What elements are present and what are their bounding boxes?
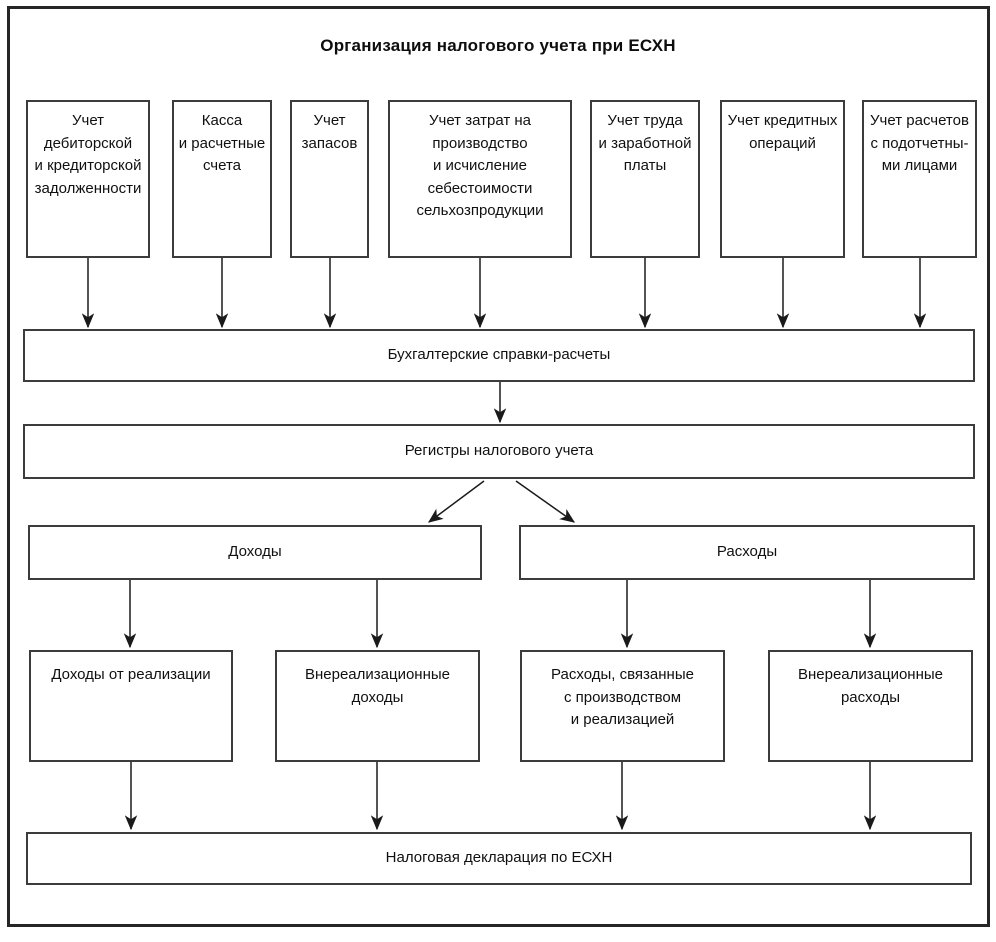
node-inventory: Учет запасов <box>290 100 369 258</box>
node-cash-and-accounts: Касса и расчетные счета <box>172 100 272 258</box>
node-production-costs: Учет затрат на производство и исчисление… <box>388 100 572 258</box>
node-sales-income: Доходы от реализации <box>29 650 233 762</box>
node-production-expenses: Расходы, связанные с производством и реа… <box>520 650 725 762</box>
node-accounting-reports: Бухгалтерские справки-расчеты <box>23 329 975 382</box>
node-expenses: Расходы <box>519 525 975 580</box>
diagram-title: Организация налогового учета при ЕСХН <box>320 36 676 55</box>
node-income: Доходы <box>28 525 482 580</box>
node-tax-declaration: Налоговая декларация по ЕСХН <box>26 832 972 885</box>
node-accountable-persons: Учет расчетов с подотчетны- ми лицами <box>862 100 977 258</box>
node-non-operating-income: Внереализационные доходы <box>275 650 480 762</box>
node-tax-registers: Регистры налогового учета <box>23 424 975 479</box>
node-non-operating-expenses: Внереализационные расходы <box>768 650 973 762</box>
node-labor-wages: Учет труда и заработной платы <box>590 100 700 258</box>
node-credit-operations: Учет кредитных операций <box>720 100 845 258</box>
node-receivables-payables: Учет дебиторской и кредиторской задолжен… <box>26 100 150 258</box>
